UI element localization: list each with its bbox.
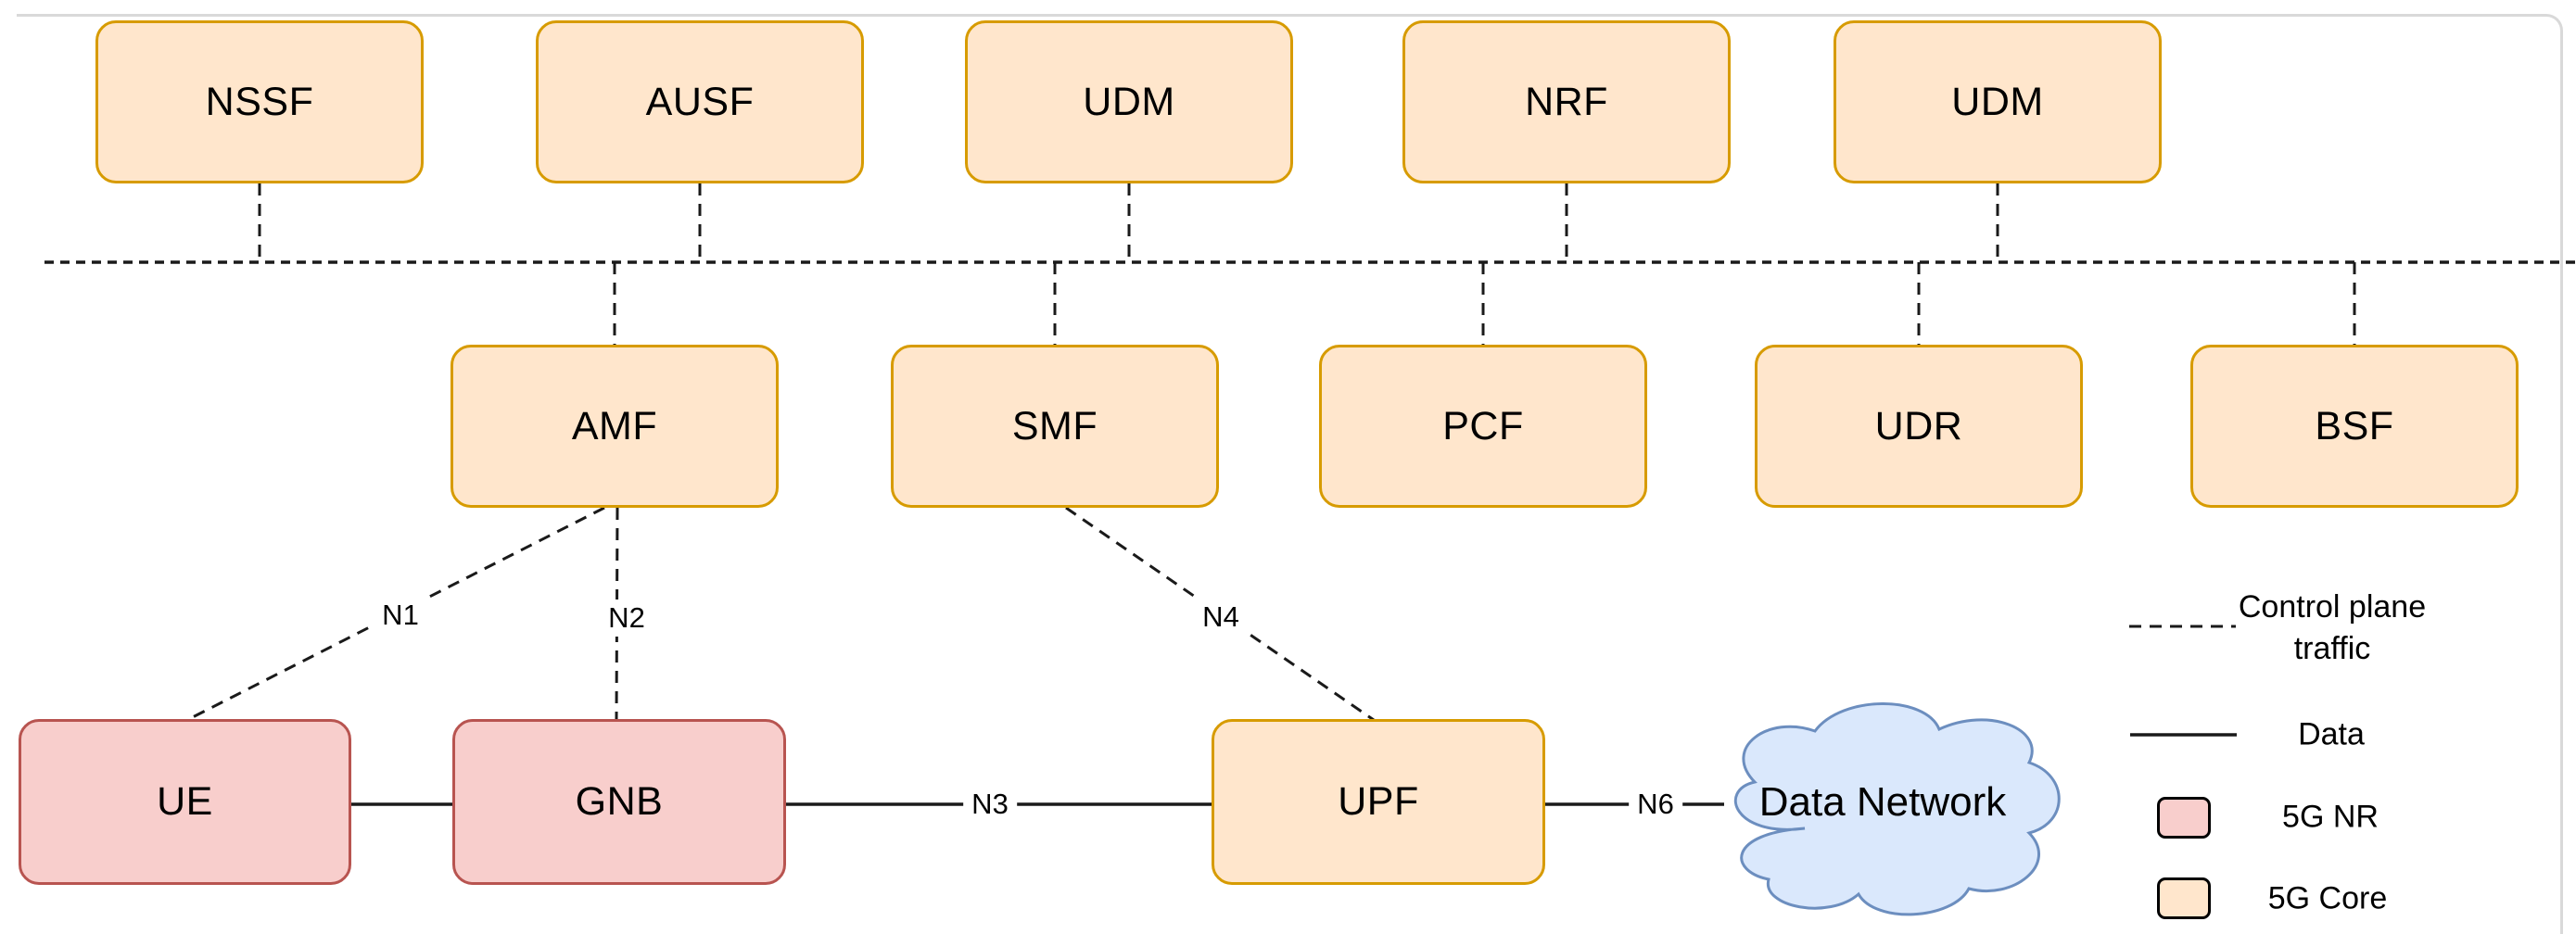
node-ausf: AUSF	[536, 20, 864, 183]
legend-5g-core-swatch	[2157, 877, 2211, 919]
node-ue: UE	[19, 719, 351, 885]
data-network-label: Data Network	[1758, 779, 2007, 825]
node-nssf: NSSF	[95, 20, 424, 183]
node-udm-1: UDM	[965, 20, 1293, 183]
edge-label-n4: N4	[1194, 599, 1248, 636]
node-pcf: PCF	[1319, 345, 1647, 508]
edge-label-n2: N2	[600, 600, 654, 637]
node-amf: AMF	[450, 345, 779, 508]
legend-5g-core-label: 5G Core	[2267, 880, 2388, 916]
edge-label-n3: N3	[963, 786, 1017, 823]
legend-5g-nr-swatch	[2157, 797, 2211, 839]
legend-control-plane-label: Control plane traffic	[2238, 589, 2427, 666]
node-udr: UDR	[1755, 345, 2083, 508]
edge-label-n1: N1	[374, 597, 427, 634]
legend-5g-nr-label: 5G NR	[2282, 799, 2379, 835]
data-network-cloud	[1733, 702, 2061, 916]
node-gnb: GNB	[452, 719, 786, 885]
node-smf: SMF	[891, 345, 1219, 508]
diagram-frame-border	[17, 14, 2563, 934]
node-udm-2: UDM	[1834, 20, 2162, 183]
node-nrf: NRF	[1402, 20, 1731, 183]
edge-label-n6: N6	[1629, 786, 1682, 823]
node-upf: UPF	[1212, 719, 1545, 885]
legend-data-label: Data	[2298, 716, 2365, 752]
node-bsf: BSF	[2190, 345, 2519, 508]
